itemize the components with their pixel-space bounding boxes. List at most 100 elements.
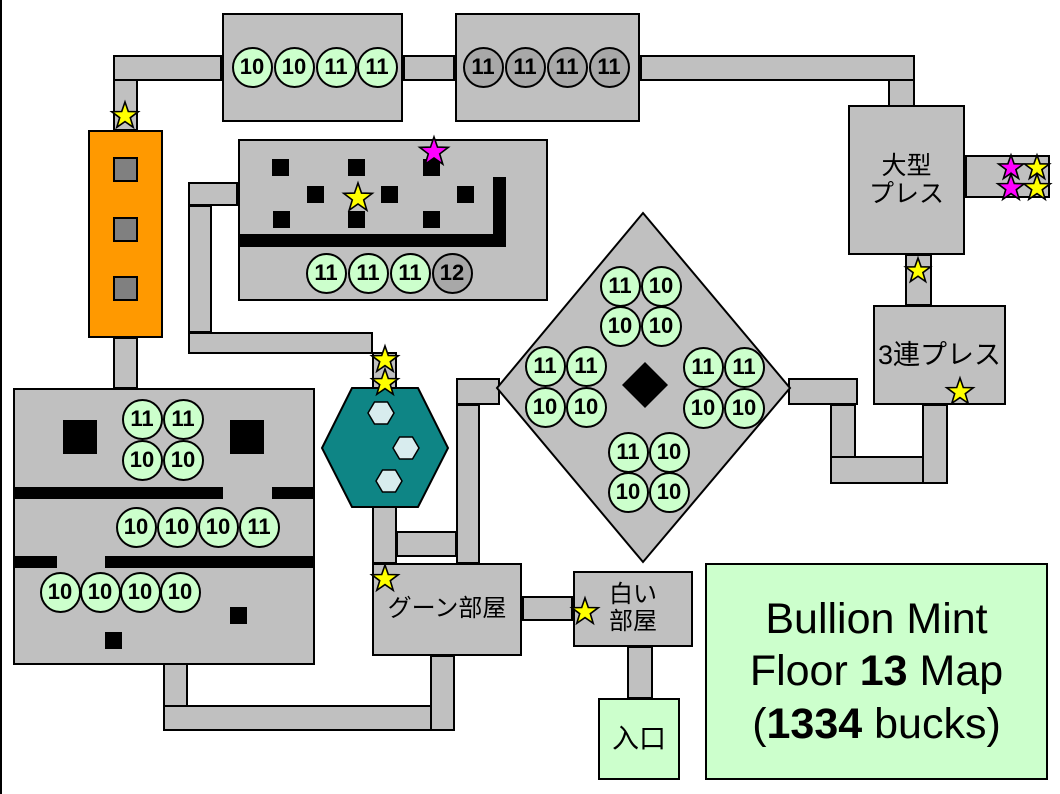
corridor [888, 79, 915, 107]
room-entrance: 入口 [598, 698, 680, 780]
room-pellet-northeast [455, 13, 640, 122]
room-goon: グーン部屋 [372, 563, 522, 656]
level-circle: 10 [197, 506, 239, 548]
level-circle: 10 [640, 305, 682, 347]
gray-square-marker [113, 217, 138, 242]
black-square-marker [457, 186, 474, 203]
level-circle: 11 [389, 252, 431, 294]
black-bar [105, 556, 315, 568]
corridor [788, 378, 858, 405]
corridor [113, 79, 138, 131]
level-circle: 10 [524, 386, 566, 428]
room-triple-press-label: 3連プレス [877, 339, 1002, 370]
corridor [522, 596, 573, 621]
black-square-marker [272, 159, 289, 176]
corridor [188, 182, 238, 206]
hexagon-teal-room [320, 387, 450, 508]
star-icon-yellow [369, 366, 401, 397]
black-square-marker [381, 186, 398, 203]
level-circle: 11 [565, 345, 607, 387]
room-pellet-northwest [222, 13, 403, 122]
room-white: 白い 部屋 [573, 571, 693, 647]
level-circle: 11 [546, 46, 588, 88]
star-icon-yellow [944, 375, 976, 406]
room-entrance-label: 入口 [612, 723, 666, 754]
star-icon-yellow [369, 343, 401, 374]
corridor [456, 404, 480, 564]
corridor [163, 705, 455, 731]
level-circle: 10 [648, 471, 690, 513]
level-circle: 10 [723, 387, 765, 429]
gray-square-marker [113, 276, 138, 301]
corridor [456, 378, 500, 405]
black-square-marker [230, 607, 247, 624]
corridor [113, 337, 138, 389]
star-icon-yellow [109, 99, 141, 130]
corridor [372, 352, 397, 390]
map-title-line3: (1334 bucks) [752, 699, 1001, 748]
corridor [188, 205, 212, 333]
level-circle: 11 [238, 506, 280, 548]
level-circle: 11 [347, 252, 389, 294]
level-circle: 11 [162, 398, 204, 440]
map-title-line2: Floor 13 Map [749, 647, 1004, 696]
star-icon-yellow [1021, 171, 1053, 202]
black-bar [493, 177, 506, 247]
level-circle: 11 [723, 346, 765, 388]
level-circle: 10 [119, 571, 161, 613]
level-circle: 10 [682, 387, 724, 429]
room-white-label: 白い 部屋 [609, 581, 657, 635]
room-goon-label: グーン部屋 [387, 595, 507, 623]
black-square-marker [348, 159, 365, 176]
room-stamp [238, 139, 548, 301]
star-icon-yellow [369, 562, 401, 593]
corridor [372, 505, 397, 564]
level-circle: 11 [356, 46, 398, 88]
black-square-marker [307, 186, 324, 203]
black-square-marker [105, 632, 122, 649]
level-circle: 11 [305, 252, 347, 294]
corridor [965, 155, 1050, 198]
corridor [430, 655, 455, 731]
level-circle: 11 [607, 431, 649, 473]
level-circle: 10 [648, 431, 690, 473]
map-title-line1: Bullion Mint [765, 594, 988, 643]
room-diamond [495, 211, 792, 564]
level-circle: 11 [504, 46, 546, 88]
block-orange [88, 130, 163, 338]
corridor [905, 254, 932, 306]
black-square-marker [63, 420, 97, 454]
level-circle: 10 [121, 439, 163, 481]
level-circle: 11 [524, 345, 566, 387]
level-circle: 10 [79, 571, 121, 613]
black-square-marker [348, 211, 365, 228]
level-circle: 11 [462, 46, 504, 88]
room-large-press-label: 大型 プレス [868, 152, 944, 208]
room-triple-press: 3連プレス [873, 305, 1006, 405]
black-bar [13, 556, 57, 568]
black-square-marker [423, 211, 440, 228]
map-frame-border [0, 0, 2, 794]
star-icon-yellow [341, 180, 375, 213]
room-large-press: 大型 プレス [848, 105, 965, 255]
small-hexagon-marker [375, 469, 403, 493]
corridor [403, 55, 455, 81]
corridor [396, 531, 457, 557]
star-icon-magenta [417, 134, 451, 167]
star-icon-yellow [569, 595, 601, 626]
level-circle: 11 [599, 265, 641, 307]
star-icon-magenta [995, 171, 1027, 202]
level-circle: 10 [640, 265, 682, 307]
room-southwest [13, 388, 315, 665]
gray-square-marker [113, 157, 138, 182]
level-circle: 11 [121, 398, 163, 440]
small-hexagon-marker [392, 436, 420, 460]
level-circle: 11 [588, 46, 630, 88]
corridor [640, 55, 915, 81]
black-square-marker [230, 420, 264, 454]
level-circle: 10 [607, 471, 649, 513]
black-square-marker [423, 159, 440, 176]
corridor [830, 404, 856, 484]
black-bar [272, 487, 315, 499]
